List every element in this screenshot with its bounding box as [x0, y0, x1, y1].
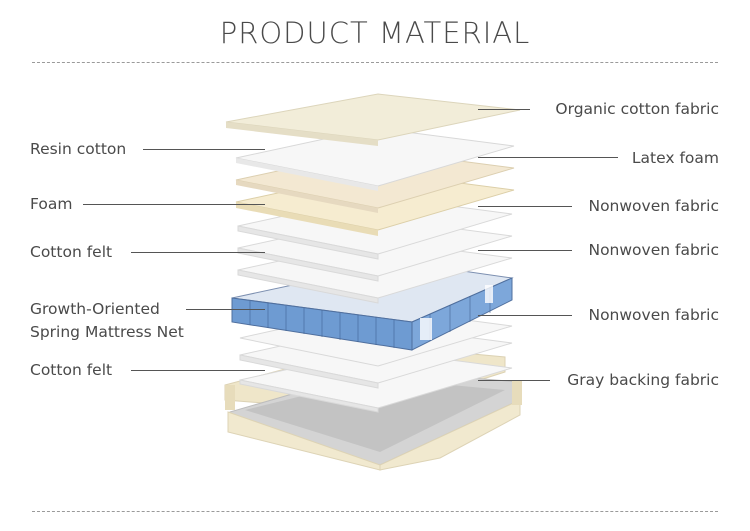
label-cotton-felt-upper: Cotton felt [30, 243, 113, 261]
connector-gray-backing [478, 380, 550, 381]
label-nonwoven-fabric-1: Nonwoven fabric [588, 197, 719, 215]
connector-cotton-felt-1 [131, 252, 265, 253]
label-nonwoven-fabric-3: Nonwoven fabric [588, 306, 719, 324]
connector-foam [83, 204, 265, 205]
connector-resin-cotton [143, 149, 265, 150]
label-gray-backing-fabric: Gray backing fabric [567, 371, 719, 389]
connector-spring-net [186, 309, 265, 310]
label-latex-foam: Latex foam [631, 149, 719, 167]
connector-nonwoven-2 [478, 250, 572, 251]
top-divider [32, 62, 718, 63]
label-foam: Foam [30, 195, 73, 213]
label-spring-net: Growth-Oriented Spring Mattress Net [30, 298, 184, 344]
connector-latex-foam [478, 157, 618, 158]
label-spring-net-line2: Spring Mattress Net [30, 323, 184, 341]
label-resin-cotton: Resin cotton [30, 140, 127, 158]
connector-nonwoven-3 [478, 315, 572, 316]
label-nonwoven-fabric-2: Nonwoven fabric [588, 241, 719, 259]
connector-cotton-felt-2 [131, 370, 265, 371]
label-organic-cotton-fabric: Organic cotton fabric [555, 100, 719, 118]
connector-organic-cotton [478, 109, 530, 110]
page-title: PRODUCT MATERIAL [219, 16, 531, 50]
label-cotton-felt-lower: Cotton felt [30, 361, 113, 379]
connector-nonwoven-1 [478, 206, 572, 207]
label-spring-net-line1: Growth-Oriented [30, 300, 160, 318]
bottom-divider [32, 511, 718, 512]
